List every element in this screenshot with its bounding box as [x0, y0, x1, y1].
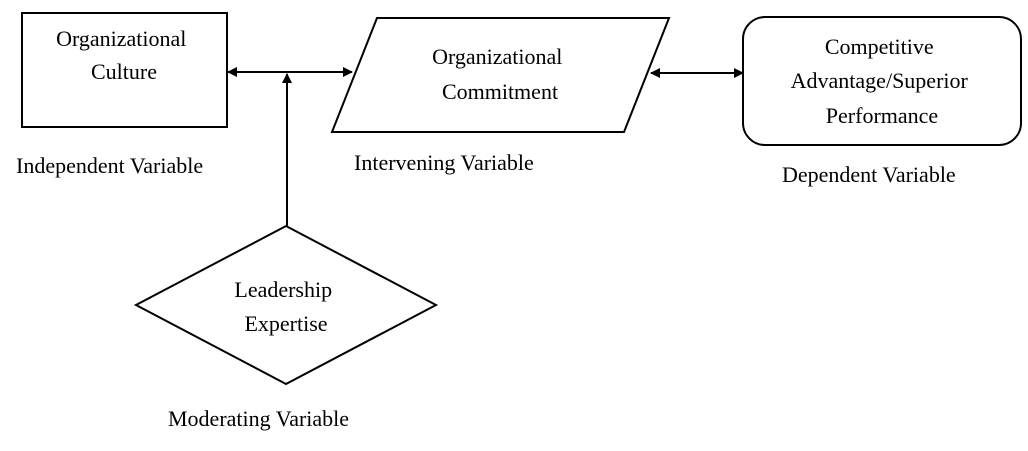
dependent-label-line-2: Advantage/Superior — [791, 68, 969, 93]
dependent-variable-node: Competitive Advantage/Superior Performan… — [742, 16, 1022, 146]
independent-variable-node: Organizational Culture — [21, 12, 228, 128]
intervening-variable-node: Organizational Commitment — [330, 17, 671, 133]
intervening-label-line-2: Commitment — [442, 79, 558, 104]
moderating-variable-node: Leadership Expertise — [133, 224, 439, 386]
dependent-variable-label: Competitive Advantage/Superior Performan… — [791, 34, 974, 128]
moderating-label-line-1: Leadership — [234, 277, 332, 302]
independent-label-line-2: Culture — [91, 59, 157, 84]
intervening-label-line-1: Organizational — [432, 44, 562, 69]
independent-variable-label: Organizational Culture — [56, 26, 192, 84]
intervening-variable-caption: Intervening Variable — [354, 150, 534, 175]
independent-variable-caption: Independent Variable — [16, 153, 203, 178]
independent-variable-box — [21, 12, 228, 128]
moderating-variable-label: Leadership Expertise — [234, 277, 337, 336]
independent-label-line-1: Organizational — [56, 26, 186, 51]
dependent-variable-box — [742, 16, 1022, 146]
dependent-label-line-1: Competitive — [825, 34, 934, 59]
moderating-variable-shape — [133, 224, 439, 386]
moderating-variable-caption: Moderating Variable — [168, 406, 349, 431]
intervening-variable-label: Organizational Commitment — [432, 44, 568, 104]
dependent-label-line-3: Performance — [826, 103, 938, 128]
dependent-variable-caption: Dependent Variable — [782, 162, 956, 187]
moderating-label-line-2: Expertise — [244, 311, 327, 336]
intervening-variable-shape — [330, 17, 671, 133]
